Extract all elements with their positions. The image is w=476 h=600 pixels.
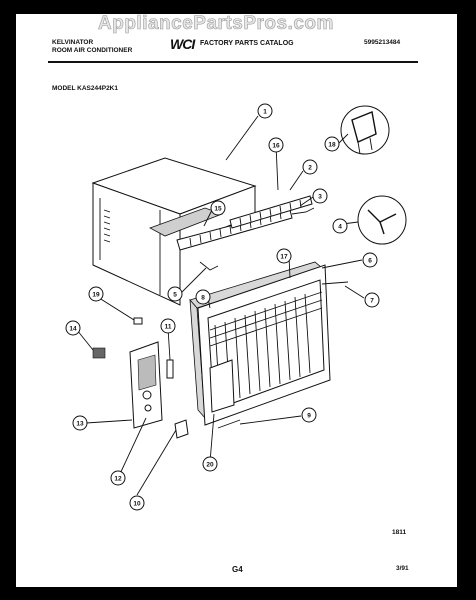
product-label: ROOM AIR CONDITIONER [52,47,133,54]
svg-text:19: 19 [92,292,100,299]
svg-text:20: 20 [206,462,214,469]
callout-12: 12 [110,470,126,486]
callout-20: 20 [202,456,218,472]
svg-text:16: 16 [272,143,280,150]
cabinet-drawing [91,157,257,306]
callout-8: 8 [195,289,211,305]
callout-18: 18 [324,136,340,152]
svg-text:6: 6 [368,258,372,265]
callout-9: 9 [301,407,317,423]
svg-text:15: 15 [214,206,222,213]
model-label: MODEL KAS244P2K1 [52,85,118,92]
header-divider [48,61,418,63]
svg-text:8: 8 [201,295,205,302]
control-panel-drawing [92,317,189,439]
detail-insets [217,105,407,429]
svg-text:13: 13 [76,421,84,428]
diagram-code: 1811 [392,529,407,536]
callout-17: 17 [276,248,292,264]
callout-10: 10 [129,495,145,511]
callouts: 1 2 3 4 5 6 7 8 9 10 11 12 13 14 15 16 1… [65,103,380,511]
svg-text:11: 11 [165,324,172,331]
callout-11: 11 [160,318,176,334]
part-number: 5995213484 [364,39,401,46]
callout-4: 4 [332,218,348,234]
svg-text:1: 1 [263,109,267,116]
leader-lines [76,115,365,496]
brand-label: KELVINATOR [52,39,94,46]
svg-text:12: 12 [114,476,122,483]
svg-text:17: 17 [280,254,288,261]
louver-assembly-drawing [176,195,315,271]
watermark: AppliancePartsPros.com [98,13,334,35]
svg-text:7: 7 [370,298,374,305]
svg-text:5: 5 [173,292,177,299]
svg-text:10: 10 [133,501,141,508]
callout-14: 14 [65,320,81,336]
callout-19: 19 [88,286,104,302]
callout-15: 15 [210,200,226,216]
svg-text:2: 2 [308,165,312,172]
svg-text:9: 9 [307,413,311,420]
callout-6: 6 [362,252,378,268]
callout-3: 3 [312,188,328,204]
wci-logo: WCI [170,36,195,52]
front-grille-drawing [189,261,349,426]
callout-1: 1 [257,103,273,119]
svg-text:14: 14 [69,326,77,333]
page-number: G4 [232,565,243,574]
callout-7: 7 [364,292,380,308]
callout-2: 2 [302,159,318,175]
revision-date: 3/91 [396,565,409,572]
callout-5: 5 [167,286,183,302]
svg-text:4: 4 [338,224,342,231]
catalog-title: FACTORY PARTS CATALOG [200,40,294,47]
callout-16: 16 [268,137,284,153]
svg-text:18: 18 [328,142,336,149]
callout-13: 13 [72,415,88,431]
svg-text:3: 3 [318,194,322,201]
